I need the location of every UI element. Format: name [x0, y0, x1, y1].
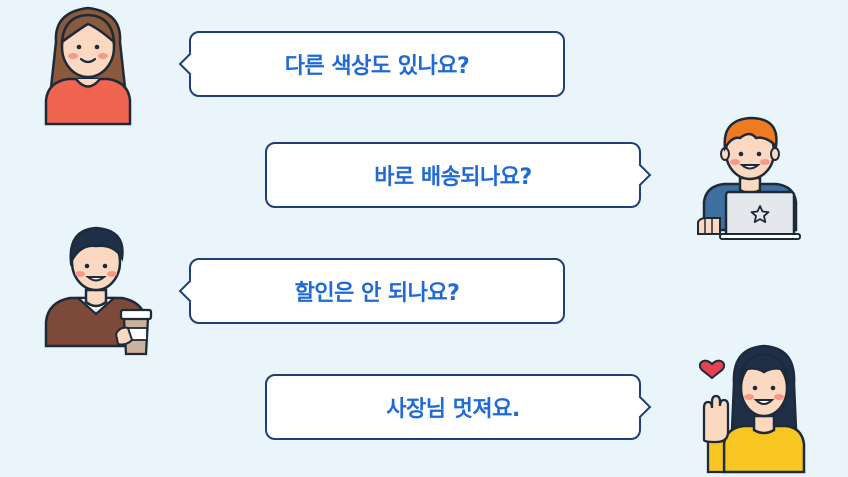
- message-text-4: 사장님 멋져요.: [386, 397, 520, 422]
- message-text-3: 할인은 안 되나요?: [294, 281, 460, 306]
- bubble-tail-right: [628, 395, 652, 419]
- message-text-1: 다른 색상도 있나요?: [284, 54, 470, 79]
- speech-bubble-1: 다른 색상도 있나요?: [178, 31, 565, 97]
- bubble-tail-left: [178, 279, 202, 303]
- bubble-tail-left: [178, 52, 202, 76]
- speech-bubble-2: 바로 배송되나요?: [265, 142, 652, 208]
- woman-waving-heart-icon: [694, 340, 814, 474]
- bubble-tail-right: [628, 163, 652, 187]
- speech-bubble-4: 사장님 멋져요.: [265, 374, 652, 440]
- message-text-2: 바로 배송되나요?: [374, 165, 532, 190]
- woman-long-hair-icon: [38, 2, 138, 126]
- man-with-laptop-icon: [690, 110, 810, 240]
- speech-bubble-3: 할인은 안 되나요?: [178, 258, 565, 324]
- man-with-coffee-icon: [40, 222, 160, 358]
